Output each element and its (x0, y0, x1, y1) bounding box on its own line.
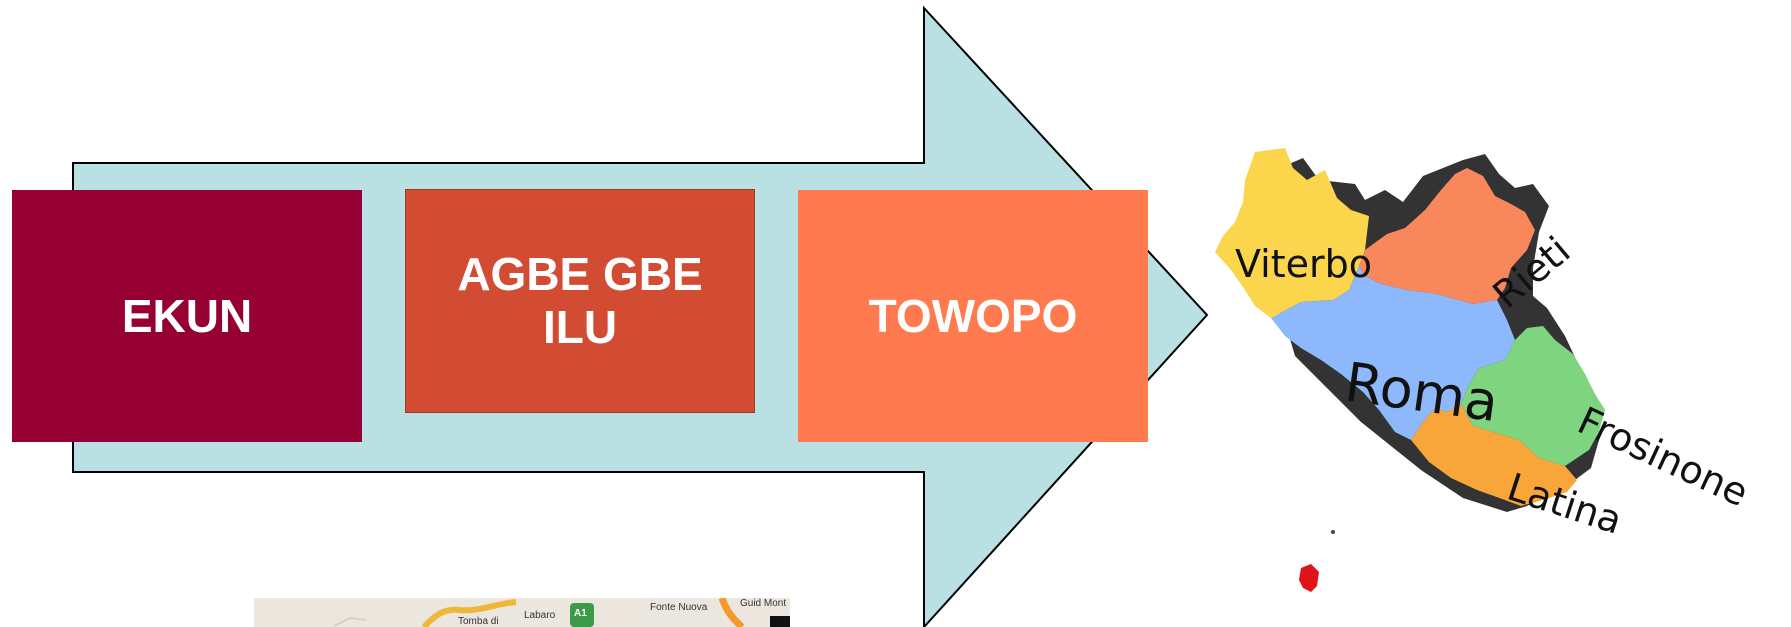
province-latina (1411, 404, 1577, 506)
step-label-ekun: EKUN (121, 289, 253, 342)
province-roma (1271, 266, 1515, 440)
map-label-guid-mont: Guid Mont (740, 598, 786, 609)
island (1299, 564, 1319, 592)
map-label-fonte-nuova: Fonte Nuova (650, 602, 708, 613)
step-label-agbe-gbe-ilu: AGBE GBE ILU (457, 248, 703, 353)
map-label-labaro: Labaro (524, 610, 556, 621)
label-viterbo: Viterbo (1235, 242, 1372, 286)
map-road (421, 599, 517, 627)
island-dot (1331, 530, 1335, 534)
step-box-towopo: TOWOPO (798, 190, 1148, 442)
map-label-tomba: Tomba di (458, 616, 499, 627)
motorway-label: A1 (574, 608, 587, 619)
street-map-thumbnail: A1 Tomba di Labaro Fonte Nuova Guid Mont (254, 598, 790, 627)
province-rieti (1359, 168, 1535, 304)
step-label-towopo: TOWOPO (868, 289, 1078, 342)
step-box-agbe-gbe-ilu: AGBE GBE ILU (405, 189, 755, 413)
lazio-map: Viterbo Rieti Roma Frosinone Latina (1215, 148, 1755, 592)
map-road (718, 598, 745, 627)
step-box-ekun: EKUN (12, 190, 362, 442)
province-viterbo (1215, 148, 1369, 318)
motorway-badge (570, 603, 594, 627)
map-road (333, 616, 367, 627)
map-bg (254, 598, 790, 627)
map-overlay-block (770, 616, 790, 627)
province-frosinone (1461, 326, 1605, 466)
